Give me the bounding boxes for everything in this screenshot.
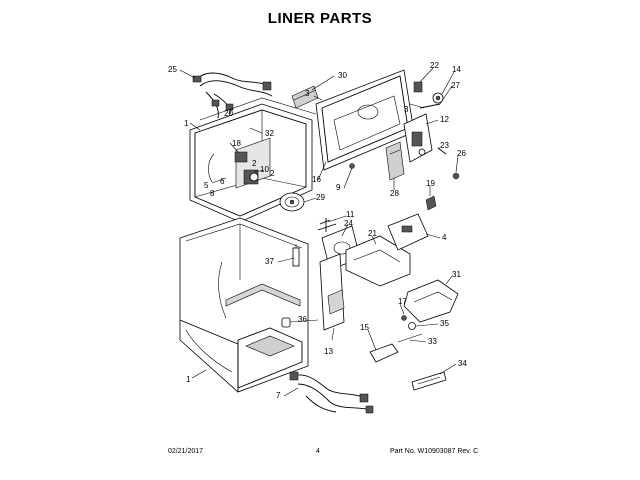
tray-part-15[interactable] — [369, 343, 399, 363]
cap-part-36[interactable] — [281, 317, 291, 328]
plug-part-37[interactable] — [292, 244, 300, 267]
wire-harness-part-25[interactable] — [192, 72, 273, 119]
callout-labels: 25 30 22 14 27 3 3 1 20 32 12 18 23 26 1… — [168, 61, 467, 400]
wire-harness-part-7[interactable] — [289, 371, 374, 414]
callout-11: 11 — [346, 210, 355, 219]
callout-29: 29 — [316, 193, 325, 202]
callout-22: 22 — [430, 61, 439, 70]
callout-21: 21 — [368, 229, 377, 238]
callout-12: 12 — [440, 115, 449, 124]
screw-part-17[interactable] — [401, 315, 407, 321]
leader-lines — [179, 66, 459, 397]
cover-part-13[interactable] — [319, 253, 345, 331]
callout-2-lower: 2 — [270, 169, 275, 178]
callout-3-door: 3 — [305, 89, 310, 98]
callout-23: 23 — [440, 141, 449, 150]
callout-18: 18 — [232, 139, 241, 148]
screw-part-9[interactable] — [349, 163, 355, 169]
callout-15: 15 — [360, 323, 369, 332]
callout-28: 28 — [390, 189, 399, 198]
control-housing-part-12[interactable] — [403, 113, 433, 163]
footer-date: 02/21/2017 — [168, 448, 204, 455]
callout-9: 9 — [336, 183, 341, 192]
bracket-part-28[interactable] — [385, 141, 405, 181]
fresh-food-liner[interactable] — [179, 217, 309, 393]
fan-assembly-part-29[interactable] — [279, 192, 305, 212]
callout-25: 25 — [168, 65, 177, 74]
socket-part-14[interactable] — [432, 92, 444, 104]
callout-33: 33 — [428, 337, 437, 346]
callout-20: 20 — [224, 109, 233, 118]
callout-7: 7 — [276, 391, 281, 400]
control-panel-part-4[interactable] — [387, 213, 429, 251]
callout-13: 13 — [324, 347, 333, 356]
clip-part-35[interactable] — [408, 322, 416, 330]
callout-1-freezer: 1 — [184, 119, 189, 128]
footer-page-number: 4 — [316, 448, 320, 455]
callout-16: 16 — [312, 175, 321, 184]
tray-part-33[interactable] — [397, 333, 423, 343]
callout-19: 19 — [426, 179, 435, 188]
bulb-part-22[interactable] — [413, 81, 423, 93]
clip-part-19[interactable] — [425, 195, 437, 211]
callout-36: 36 — [298, 315, 307, 324]
callout-26: 26 — [457, 149, 466, 158]
callout-10: 10 — [260, 165, 269, 174]
callout-17: 17 — [398, 297, 407, 306]
callout-34: 34 — [458, 359, 467, 368]
duct-cover-part-31[interactable] — [403, 279, 459, 323]
screw-part-27[interactable] — [419, 103, 441, 109]
callout-3-control: 3 — [404, 105, 409, 114]
callout-32: 32 — [265, 129, 274, 138]
callout-31: 31 — [452, 270, 461, 279]
callout-4: 4 — [442, 233, 447, 242]
page-title: LINER PARTS — [267, 10, 373, 27]
callout-1-fresh: 1 — [186, 375, 191, 384]
callout-8: 8 — [210, 189, 215, 198]
label-part-34[interactable] — [411, 371, 447, 391]
callout-14: 14 — [452, 65, 461, 74]
footer-part-number: Part No. W10903087 Rev. C — [390, 448, 479, 455]
callout-24: 24 — [344, 219, 353, 228]
callout-6: 6 — [220, 177, 225, 186]
screw-part-23[interactable] — [437, 147, 447, 155]
damper-part-11[interactable] — [317, 218, 337, 232]
callout-27: 27 — [451, 81, 460, 90]
screw-part-26[interactable] — [452, 172, 460, 180]
duct-part-21[interactable] — [345, 235, 411, 287]
callout-2-upper: 2 — [252, 159, 257, 168]
callout-37: 37 — [265, 257, 274, 266]
callout-5: 5 — [204, 181, 209, 190]
freezer-liner[interactable] — [189, 97, 317, 223]
callout-30: 30 — [338, 71, 347, 80]
callout-35: 35 — [440, 319, 449, 328]
